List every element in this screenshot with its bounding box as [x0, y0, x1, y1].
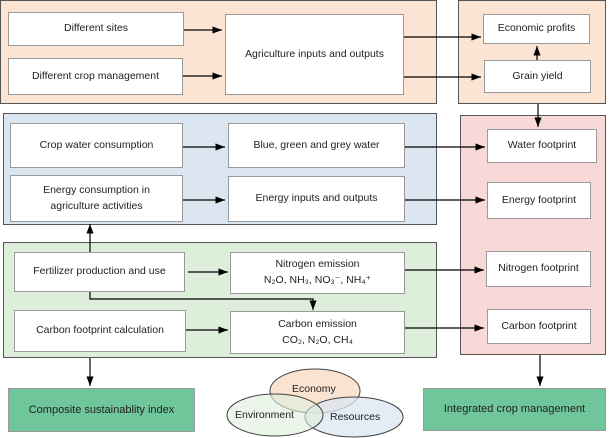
label: Grain yield: [512, 69, 563, 82]
label: Agriculture inputs and outputs: [245, 47, 384, 60]
venn-economy-label: Economy: [292, 383, 336, 395]
water-types-box: Blue, green and grey water: [228, 123, 405, 168]
economic-profits-box: Economic profits: [483, 14, 590, 44]
species: CO₂, N₂O, CH₄: [282, 333, 353, 346]
arrow: [89, 292, 317, 310]
composite-index-box: Composite sustainablity index: [8, 388, 195, 432]
energy-footprint-box: Energy footprint: [487, 182, 591, 219]
grain-yield-box: Grain yield: [484, 60, 591, 93]
agriculture-io-box: Agriculture inputs and outputs: [225, 14, 404, 95]
fertilizer-box: Fertilizer production and use: [14, 252, 185, 292]
carbon-footprint-box: Carbon footprint: [487, 309, 591, 344]
label: Nitrogen emission: [275, 258, 360, 271]
venn-resources-label: Resources: [330, 411, 381, 423]
nitrogen-footprint-box: Nitrogen footprint: [486, 251, 591, 287]
venn-environment: [226, 393, 324, 437]
integrated-management-box: Integrated crop management: [423, 388, 606, 431]
label: Different crop management: [31, 69, 160, 82]
label: Composite sustainablity index: [28, 403, 175, 416]
label: Carbon footprint calculation: [36, 324, 164, 337]
label: Energy consumption in: [43, 183, 150, 196]
label: Crop water consumption: [39, 138, 154, 151]
label: Energy inputs and outputs: [255, 192, 378, 205]
energy-consumption-box: Energy consumption in agriculture activit…: [10, 175, 183, 222]
label: Economic profits: [497, 22, 576, 35]
label: Integrated crop management: [443, 403, 586, 416]
carbon-calc-box: Carbon footprint calculation: [14, 310, 186, 352]
label: Carbon emission: [278, 317, 357, 330]
label: Nitrogen footprint: [498, 262, 579, 275]
species: N₂O, NH₃, NO₃⁻, NH₄⁺: [263, 274, 372, 286]
crop-water-box: Crop water consumption: [10, 123, 183, 168]
different-sites-box: Different sites: [8, 12, 184, 46]
label: Blue, green and grey water: [253, 138, 380, 151]
label: Water footprint: [507, 139, 577, 152]
venn-environment-label: Environment: [235, 409, 294, 421]
label: Energy footprint: [501, 193, 577, 206]
label: Fertilizer production and use: [33, 265, 166, 278]
crop-management-box: Different crop management: [8, 58, 183, 95]
water-footprint-box: Water footprint: [487, 129, 597, 163]
energy-io-box: Energy inputs and outputs: [228, 176, 405, 222]
label: Carbon footprint: [501, 319, 577, 332]
label: Different sites: [64, 22, 128, 35]
label: agriculture activities: [50, 199, 143, 212]
